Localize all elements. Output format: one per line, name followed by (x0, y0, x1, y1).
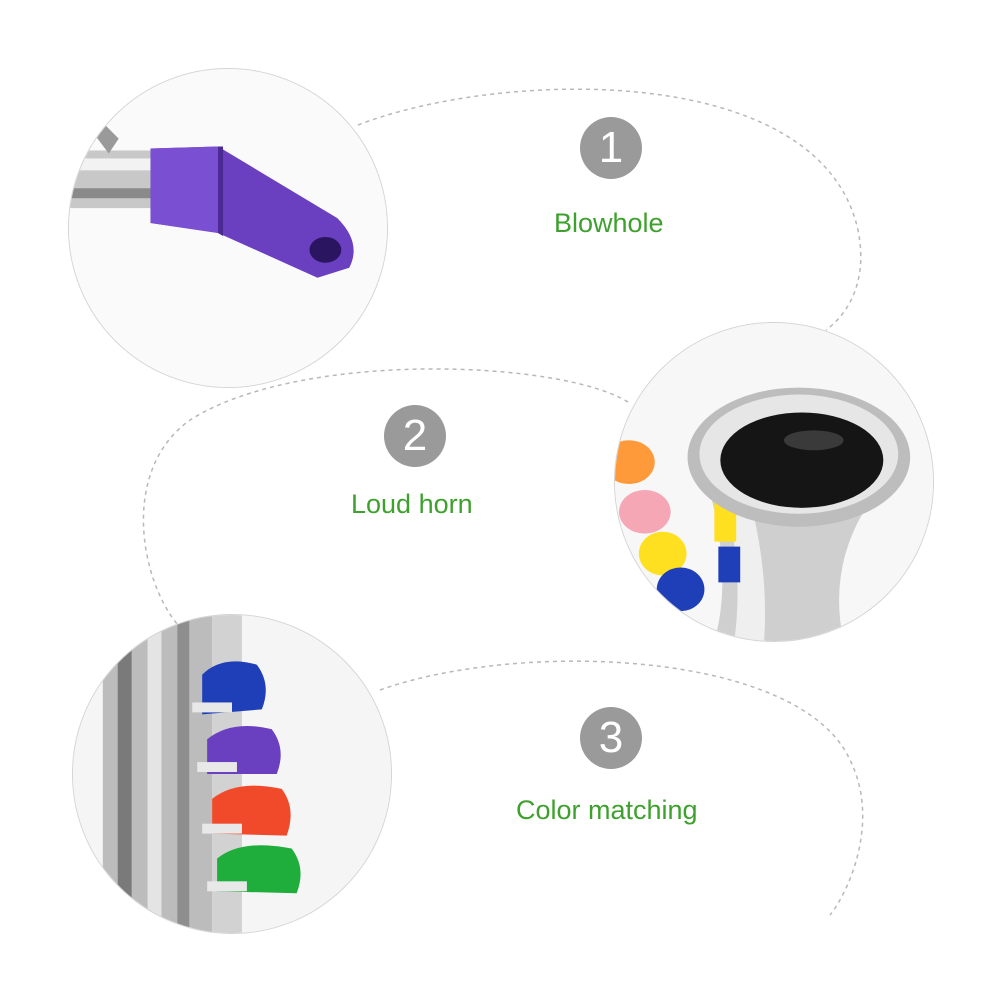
purple-mouthpiece-image (69, 69, 387, 387)
feature-label-blowhole: Blowhole (554, 208, 664, 238)
dashed-curve-1 (357, 88, 862, 331)
photo-horn-circle (614, 322, 934, 642)
colored-keys-image (73, 615, 391, 933)
photo-keys-circle (72, 614, 392, 934)
dashed-curve-3 (379, 660, 864, 916)
silver-horn-image (615, 323, 933, 641)
dashed-curve-2 (142, 368, 629, 626)
photo-mouthpiece-circle (68, 68, 388, 388)
feature-label-color-matching: Color matching (516, 795, 698, 825)
feature-number-badge-2: 2 (384, 405, 446, 467)
feature-label-loud-horn: Loud horn (351, 489, 473, 519)
feature-number-badge-3: 3 (580, 707, 642, 769)
feature-number-badge-1: 1 (580, 117, 642, 179)
